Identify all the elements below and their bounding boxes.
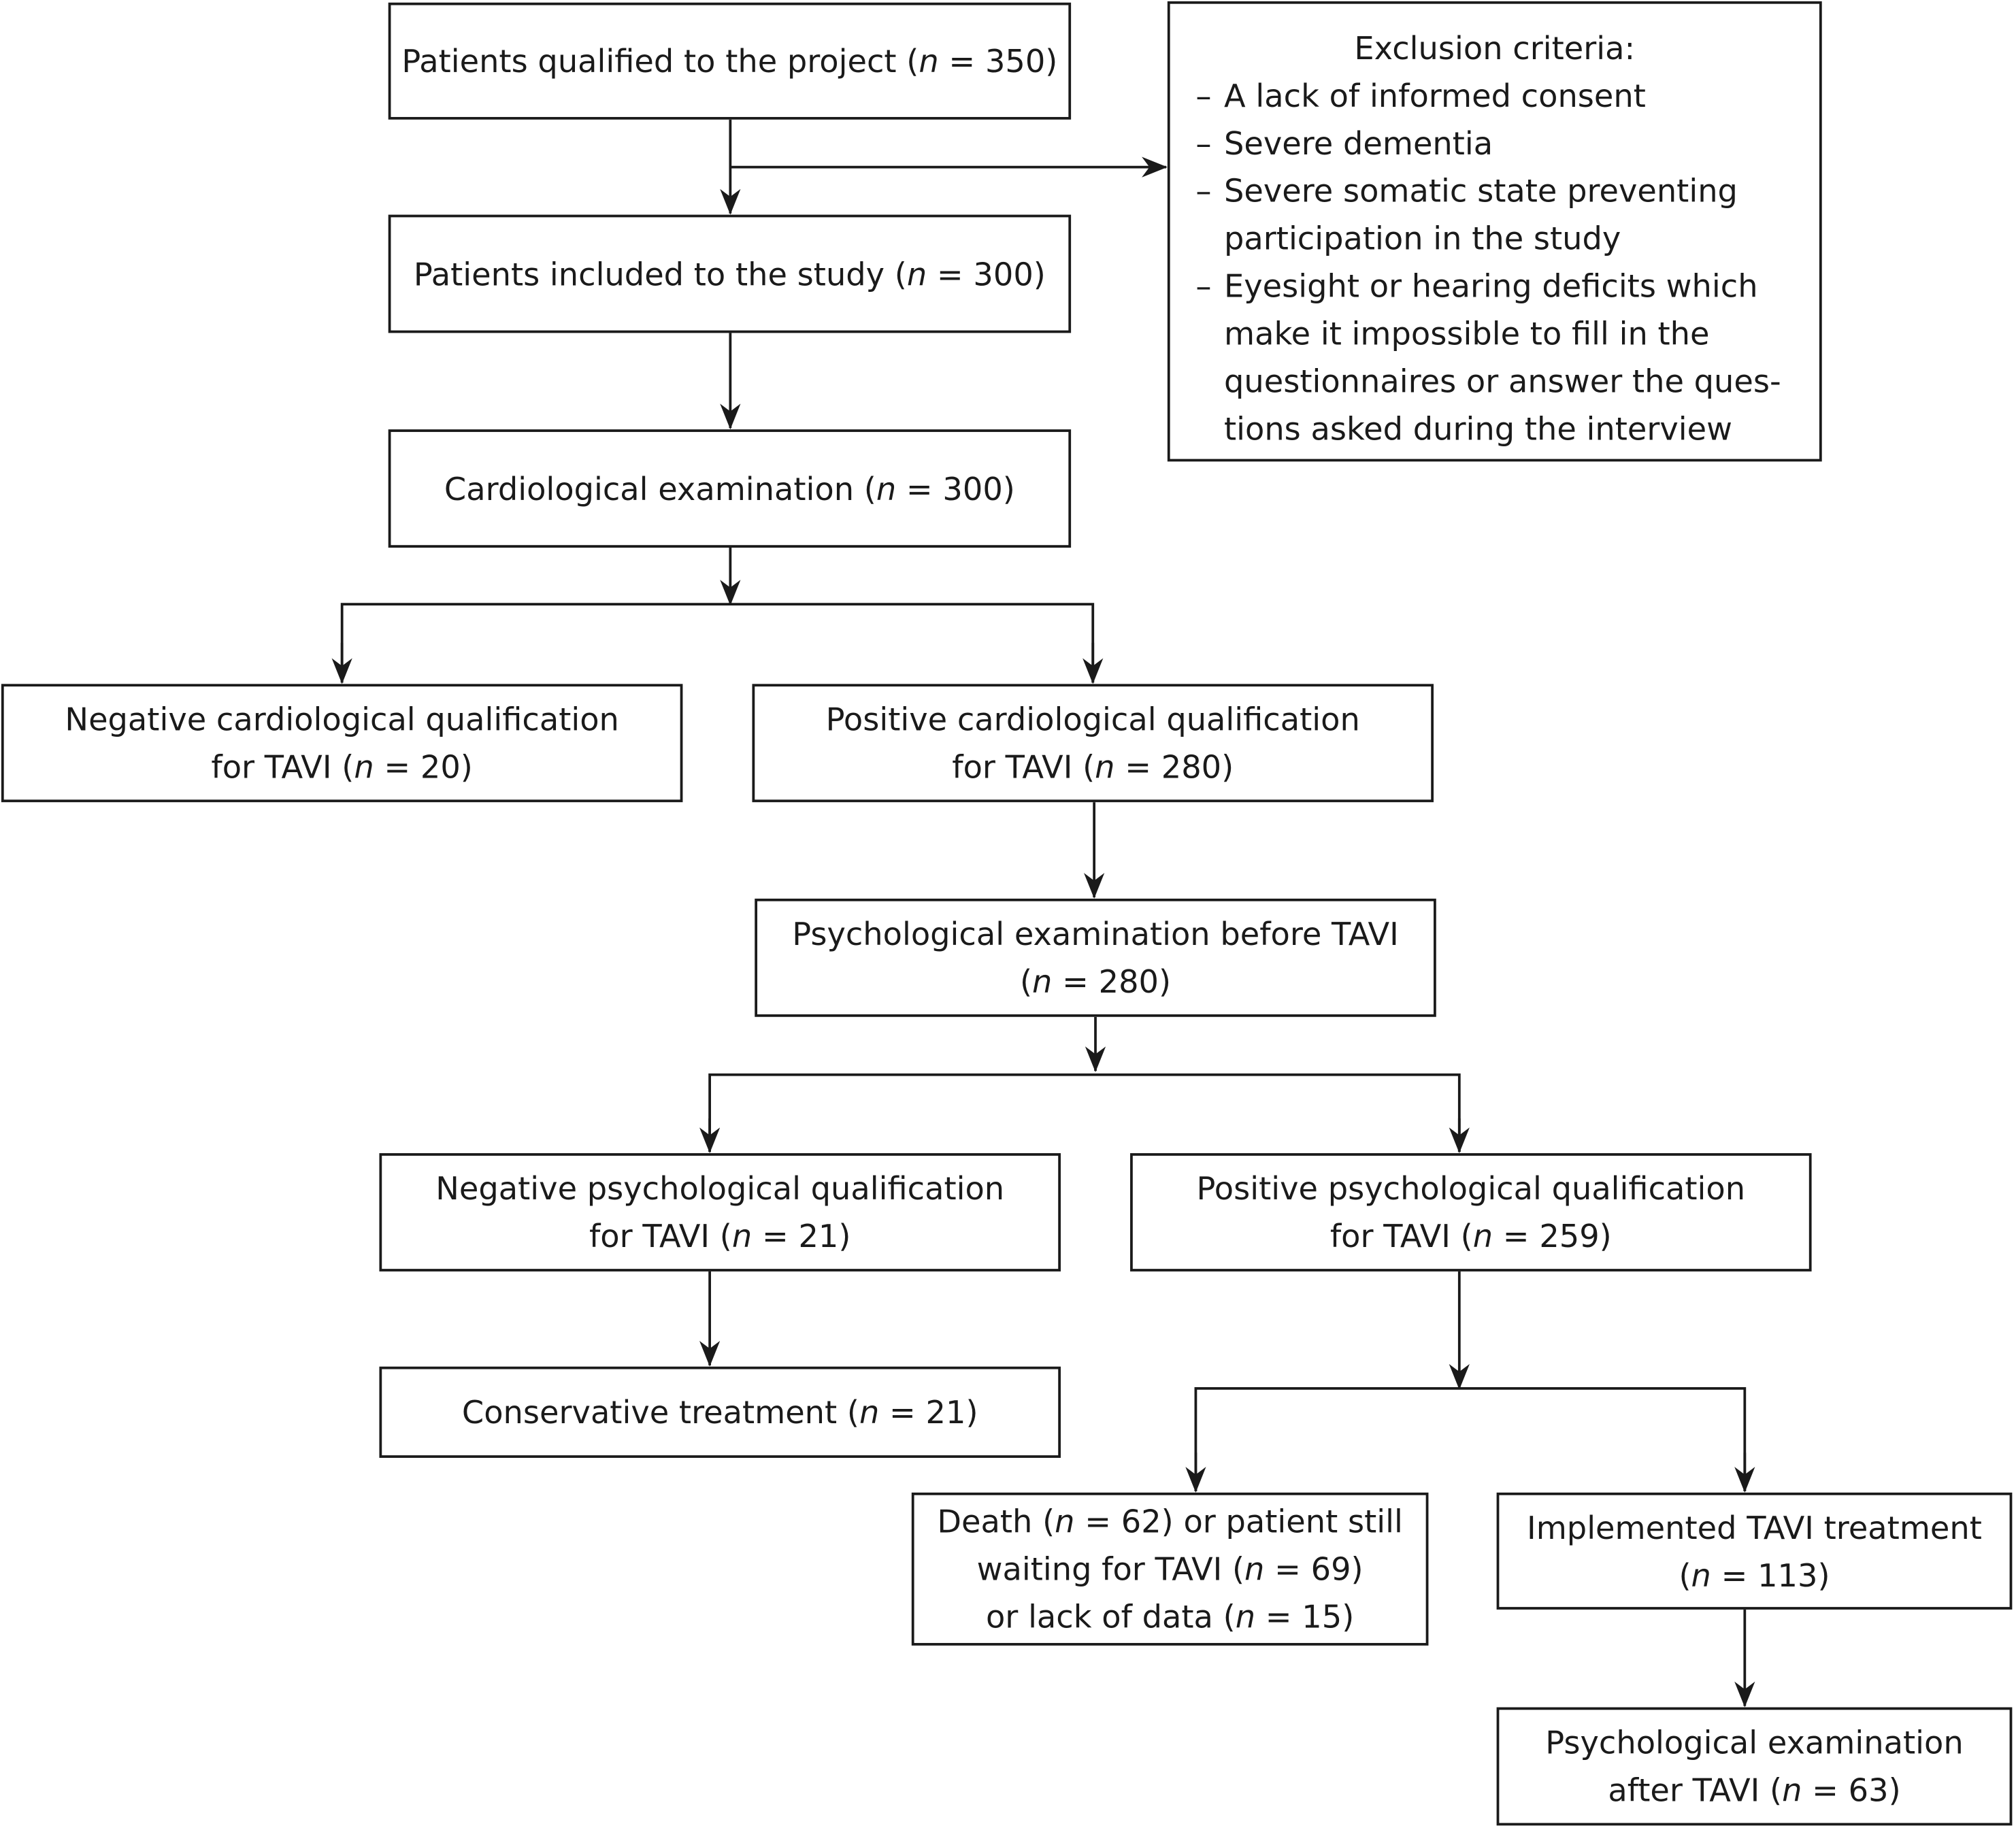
branch-psych bbox=[708, 1073, 1461, 1152]
exclusion-item: –A lack of informed consent bbox=[1195, 77, 1646, 115]
box-psych-before: Psychological examination before TAVI(n … bbox=[755, 898, 1436, 1017]
box-exclusion-criteria: Exclusion criteria: –A lack of informed … bbox=[1167, 1, 1822, 462]
branch-cardio bbox=[340, 603, 1095, 683]
box-conservative-treatment: Conservative treatment (n = 21) bbox=[379, 1366, 1061, 1458]
exclusion-title: Exclusion criteria: bbox=[1354, 29, 1636, 67]
box-text: Patients qualified to the project (n = 3… bbox=[401, 42, 1058, 80]
box-implemented-tavi: Implemented TAVI treatment(n = 113) bbox=[1496, 1492, 2013, 1610]
box-included: Patients included to the study (n = 300) bbox=[388, 214, 1072, 333]
box-qualified: Patients qualified to the project (n = 3… bbox=[388, 2, 1072, 120]
box-cardiological-examination: Cardiological examination (n = 300) bbox=[388, 429, 1072, 548]
branch-outcome bbox=[1194, 1386, 1747, 1492]
exclusion-item: –Severe dementia bbox=[1195, 124, 1493, 163]
